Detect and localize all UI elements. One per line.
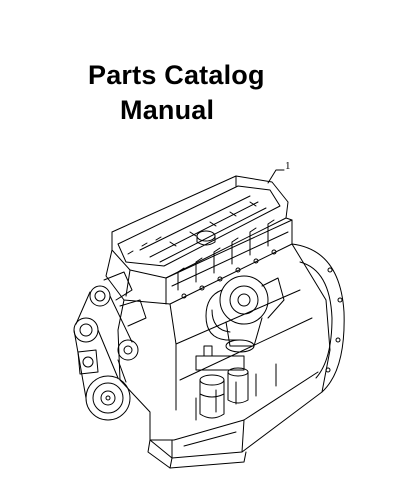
- turbocharger: [205, 275, 285, 353]
- callout-leader-line: [267, 169, 285, 184]
- oil-filter: [195, 345, 249, 419]
- engine-block: [117, 243, 331, 459]
- flywheel-housing: [291, 243, 345, 393]
- title-line-parts-catalog: Parts Catalog: [88, 60, 265, 90]
- valve-cover: [111, 175, 289, 279]
- title-line-manual: Manual: [120, 95, 215, 125]
- front-pulley-drive: [73, 271, 147, 421]
- oil-pan: [147, 439, 247, 469]
- callout-number: 1: [285, 160, 291, 172]
